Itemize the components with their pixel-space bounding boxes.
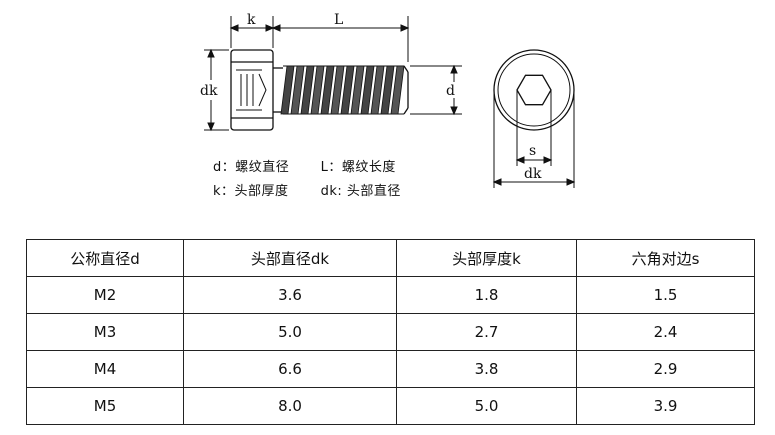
header-head-thickness: 头部厚度k [396, 239, 577, 277]
legend-L: L：螺纹长度 [320, 160, 396, 175]
table-row: M3 5.0 2.7 2.4 [26, 313, 755, 351]
thread-crest [320, 65, 335, 115]
table-cell: M3 [26, 313, 184, 351]
dimension-k [229, 16, 275, 48]
table-cell: 1.5 [576, 276, 755, 314]
dimension-d [410, 64, 462, 116]
table-cell: 2.9 [576, 350, 755, 388]
table-cell: 3.8 [396, 350, 577, 388]
table-cell: 5.0 [396, 387, 577, 425]
table-cell: 8.0 [183, 387, 397, 425]
table-cell: 5.0 [183, 313, 397, 351]
thread-pattern [280, 65, 405, 115]
table-cell: M4 [26, 350, 184, 388]
thread-crest [360, 65, 375, 115]
table-cell: M2 [26, 276, 184, 314]
dimension-L [271, 16, 410, 62]
label-dk-left: dk [200, 83, 218, 99]
table-cell: 6.6 [183, 350, 397, 388]
table-row: M2 3.6 1.8 1.5 [26, 276, 755, 314]
legend-k: k：头部厚度 [213, 184, 289, 199]
table-cell: 2.7 [396, 313, 577, 351]
thread-crest [330, 65, 345, 115]
header-head-diameter: 头部直径dk [183, 239, 397, 277]
legend-dk: dk: 头部直径 [320, 184, 401, 199]
thread-crest [300, 65, 315, 115]
thread-crest [340, 65, 355, 115]
hex-socket [516, 74, 552, 106]
dimension-s [515, 90, 553, 166]
screw-head [230, 49, 274, 131]
thread-crest [370, 65, 385, 115]
legend-line-2: k：头部厚度 dk: 头部直径 [213, 180, 401, 199]
table-header-row: 公称直径d 头部直径dk 头部厚度k 六角对边s [26, 239, 755, 277]
dimension-dk-left [204, 48, 229, 132]
header-nominal-diameter: 公称直径d [26, 239, 184, 277]
table-cell: 2.4 [576, 313, 755, 351]
label-k: k [247, 12, 256, 28]
thread-crest [350, 65, 365, 115]
thread-crest [280, 65, 295, 115]
label-L: L [334, 12, 343, 28]
table-row: M4 6.6 3.8 2.9 [26, 350, 755, 388]
label-s: s [529, 143, 536, 159]
table-row: M5 8.0 5.0 3.9 [26, 387, 755, 425]
table-cell: M5 [26, 387, 184, 425]
legend-d: d：螺纹直径 [213, 160, 290, 175]
label-dk-bottom: dk [524, 166, 542, 182]
table-cell: 3.9 [576, 387, 755, 425]
dimension-dk-bottom [492, 90, 576, 188]
thread-crest [390, 65, 405, 115]
thread-crest [290, 65, 305, 115]
screw-diagram: k L dk d s [200, 12, 576, 188]
label-d: d [446, 83, 455, 99]
spec-table: 公称直径d 头部直径dk 头部厚度k 六角对边s M2 3.6 1.8 1.5 … [26, 239, 755, 425]
thread-crest [380, 65, 395, 115]
thread-crest [310, 65, 325, 115]
table-cell: 3.6 [183, 276, 397, 314]
legend-line-1: d：螺纹直径 L：螺纹长度 [213, 156, 396, 175]
header-hex-width: 六角对边s [576, 239, 755, 277]
table-cell: 1.8 [396, 276, 577, 314]
screw-end-view [493, 49, 575, 131]
